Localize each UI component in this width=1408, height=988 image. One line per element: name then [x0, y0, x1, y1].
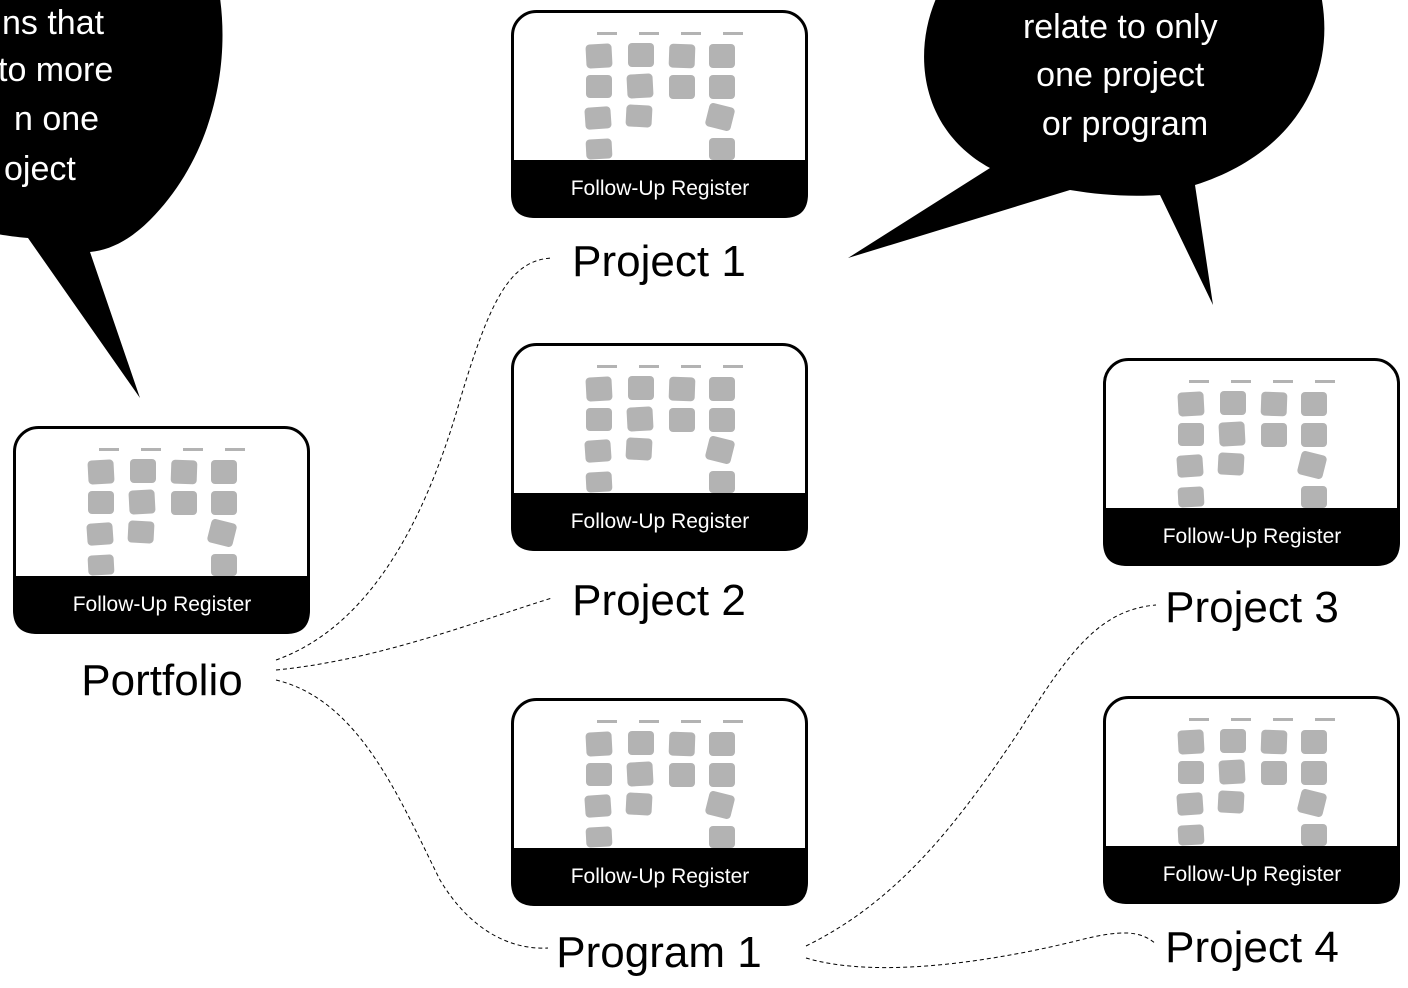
card-label: Follow-Up Register [1163, 863, 1342, 886]
bubble-right-line-2: one project [1036, 56, 1205, 94]
speech-bubble-left: ns that to more n one oject [0, 0, 223, 398]
bubble-left-line-2: to more [0, 51, 113, 89]
speech-bubble-right: relate to only one project or program [848, 0, 1325, 305]
node-label-program1: Program 1 [556, 928, 761, 977]
connector-portfolio-project1 [275, 257, 553, 661]
connector-portfolio-project2 [275, 597, 553, 671]
speech-bubble-left-shape [0, 0, 223, 398]
connector-program1-project3 [805, 604, 1157, 947]
register-card-program1: Follow-Up Register [511, 698, 808, 906]
card-label: Follow-Up Register [73, 593, 252, 616]
node-label-project4: Project 4 [1165, 923, 1339, 972]
bubble-left-line-3: n one [14, 100, 99, 138]
card-label: Follow-Up Register [571, 177, 750, 200]
register-card-project2: Follow-Up Register [511, 343, 808, 551]
speech-bubble-right-shape [848, 0, 1325, 305]
speech-bubble-left-text: ns that to more n one oject [0, 4, 123, 188]
card-label: Follow-Up Register [1163, 525, 1342, 548]
node-label-project1: Project 1 [572, 237, 746, 286]
bubble-right-line-3: or program [1042, 105, 1208, 143]
node-label-project2: Project 2 [572, 576, 746, 625]
register-card-project4: Follow-Up Register [1103, 696, 1400, 904]
bubble-left-line-1: ns that [2, 4, 105, 42]
register-card-project3: Follow-Up Register [1103, 358, 1400, 566]
node-label-project3: Project 3 [1165, 583, 1339, 632]
register-card-project1: Follow-Up Register [511, 10, 808, 218]
card-label: Follow-Up Register [571, 510, 750, 533]
register-card-portfolio: Follow-Up Register [13, 426, 310, 634]
card-label: Follow-Up Register [571, 865, 750, 888]
connector-lines [275, 257, 1157, 969]
connector-portfolio-program1 [275, 679, 549, 949]
node-label-portfolio: Portfolio [81, 656, 242, 705]
speech-bubble-right-text: relate to only one project or program [1023, 8, 1227, 143]
connector-program1-project4 [805, 932, 1157, 969]
bubble-right-line-1: relate to only [1023, 8, 1218, 46]
bubble-left-line-4: oject [4, 150, 76, 188]
